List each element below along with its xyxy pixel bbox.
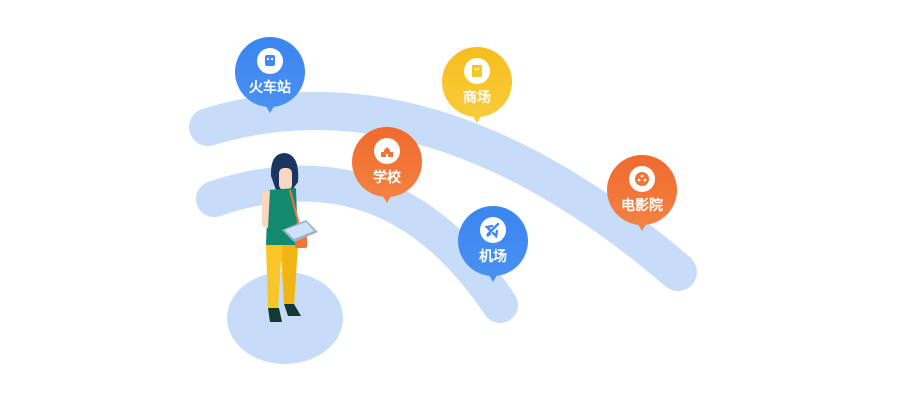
pin-tip bbox=[635, 219, 649, 231]
pin-label: 火车站 bbox=[249, 80, 291, 96]
pin-shopping-mall[interactable]: 商场 bbox=[442, 47, 512, 131]
pin-airport[interactable]: 机场 bbox=[458, 206, 528, 290]
base-circle bbox=[227, 272, 343, 364]
train-icon bbox=[257, 48, 283, 74]
pin-tip bbox=[486, 270, 500, 282]
pin-label: 机场 bbox=[479, 249, 507, 265]
pin-school[interactable]: 学校 bbox=[352, 127, 422, 211]
pin-label: 商场 bbox=[463, 90, 491, 106]
pin-label: 电影院 bbox=[621, 198, 663, 214]
pin-cinema[interactable]: 电影院 bbox=[607, 155, 677, 239]
woman-figure bbox=[262, 153, 318, 322]
pin-train-station[interactable]: 火车站 bbox=[235, 37, 305, 121]
school-icon bbox=[374, 138, 400, 164]
pin-label: 学校 bbox=[373, 170, 401, 186]
shopping-bag-icon bbox=[464, 58, 490, 84]
pin-tip bbox=[380, 191, 394, 203]
film-reel-icon bbox=[629, 166, 655, 192]
pin-tip bbox=[470, 111, 484, 123]
pin-tip bbox=[263, 101, 277, 113]
airplane-icon bbox=[480, 217, 506, 243]
outer-signal-arc bbox=[189, 91, 697, 291]
